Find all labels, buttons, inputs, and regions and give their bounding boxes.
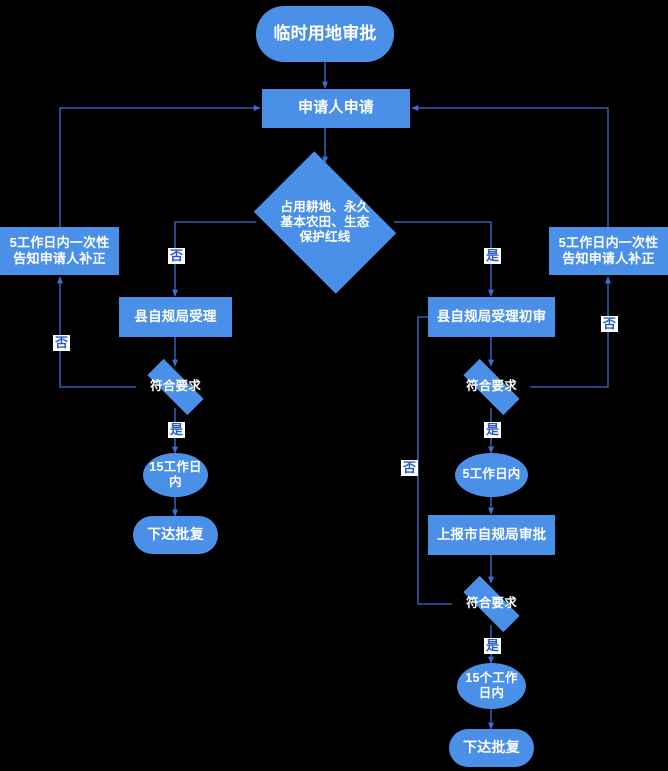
edge-label-right-check2-yes: 是 — [484, 638, 501, 654]
node-5-workdays-right[interactable]: 5工作日内 — [455, 453, 528, 497]
node-issue-reply-right[interactable]: 下达批复 — [449, 729, 534, 767]
node-5-workdays-right-label: 5工作日内 — [462, 467, 521, 482]
node-issue-reply-left-label: 下达批复 — [147, 526, 204, 543]
edge-label-right-check2-no: 否 — [401, 460, 418, 476]
node-check-left[interactable]: 符合要求 — [119, 358, 232, 416]
node-notify-correction-right[interactable]: 5工作日内一次性 告知申请人补正 — [549, 227, 668, 275]
days15-left-line-1: 15工作日 — [149, 459, 202, 474]
notify-left-line-1: 5工作日内一次性 — [9, 235, 110, 251]
node-check-right-2[interactable]: 符合要求 — [435, 575, 548, 633]
decision-line-1: 占用耕地、永久 — [280, 199, 370, 214]
node-start-label: 临时用地审批 — [273, 23, 377, 43]
node-check-left-label: 符合要求 — [150, 379, 201, 394]
node-check-right-1-label: 符合要求 — [466, 379, 517, 394]
node-start[interactable]: 临时用地审批 — [256, 6, 394, 62]
notify-right-line-1: 5工作日内一次性 — [558, 235, 659, 251]
edge-label-right-check1-yes: 是 — [484, 422, 501, 438]
node-county-accept[interactable]: 县自规局受理 — [119, 297, 232, 337]
days15-right-line-1: 15个工作 — [465, 670, 518, 685]
node-check-right-1[interactable]: 符合要求 — [435, 358, 548, 416]
node-15-workdays-right[interactable]: 15个工作 日内 — [457, 663, 526, 709]
node-issue-reply-left[interactable]: 下达批复 — [133, 516, 218, 554]
edge-label-left-check-yes: 是 — [168, 422, 185, 438]
days15-left-line-2: 内 — [169, 475, 182, 489]
node-check-right-2-label: 符合要求 — [466, 596, 517, 611]
node-apply-label: 申请人申请 — [297, 99, 374, 117]
node-county-accept-label: 县自规局受理 — [134, 308, 217, 324]
node-apply[interactable]: 申请人申请 — [262, 89, 410, 128]
node-report-city-approval-label: 上报市自规局审批 — [436, 526, 547, 542]
edge-label-left-check-no: 否 — [53, 335, 70, 351]
node-notify-correction-left[interactable]: 5工作日内一次性 告知申请人补正 — [0, 227, 119, 275]
node-county-accept-preliminary-label: 县自规局受理初审 — [436, 308, 547, 324]
node-decision-occupy-land[interactable]: 占用耕地、永久 基本农田、生态 保护红线 — [243, 151, 407, 294]
node-15-workdays-left[interactable]: 15工作日 内 — [143, 453, 208, 497]
decision-line-3: 保护红线 — [299, 230, 351, 245]
node-decision-occupy-land-text: 占用耕地、永久 基本农田、生态 保护红线 — [243, 200, 407, 246]
edge-label-right-check1-no: 否 — [601, 316, 618, 332]
notify-left-line-2: 告知申请人补正 — [13, 251, 106, 266]
notify-right-line-2: 告知申请人补正 — [562, 251, 655, 266]
node-county-accept-preliminary[interactable]: 县自规局受理初审 — [428, 297, 555, 337]
node-issue-reply-right-label: 下达批复 — [463, 739, 520, 756]
edge-label-land-yes: 是 — [484, 248, 501, 264]
decision-line-2: 基本农田、生态 — [280, 214, 370, 229]
node-report-city-approval[interactable]: 上报市自规局审批 — [428, 515, 555, 555]
edge-label-land-no: 否 — [168, 248, 185, 264]
days15-right-line-2: 日内 — [478, 686, 505, 700]
